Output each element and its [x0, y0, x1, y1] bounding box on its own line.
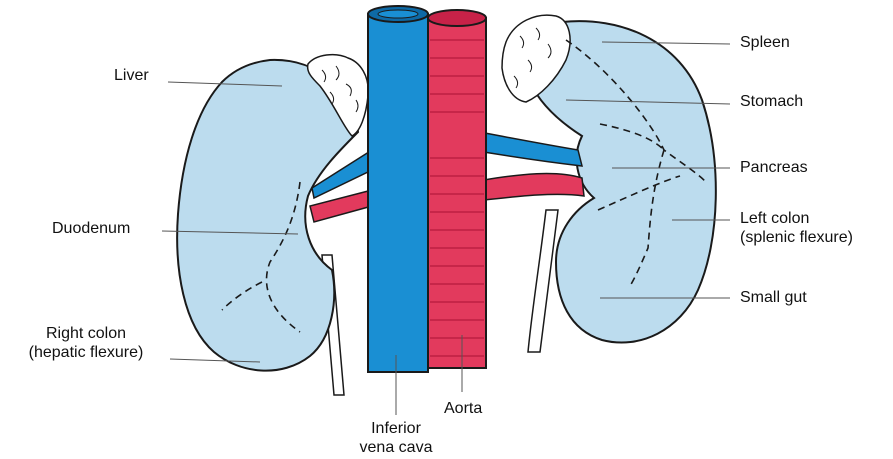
- label-left-colon: Left colon (splenic flexure): [740, 209, 853, 247]
- label-ivc-line1: Inferior: [338, 419, 454, 438]
- label-left-colon-line2: (splenic flexure): [740, 228, 853, 247]
- aorta-top-opening: [428, 10, 486, 26]
- label-aorta: Aorta: [444, 399, 482, 418]
- label-pancreas: Pancreas: [740, 158, 808, 177]
- label-left-colon-line1: Left colon: [740, 209, 853, 228]
- inferior-vena-cava: [368, 14, 428, 372]
- label-ivc-line2: vena cava: [338, 438, 454, 457]
- label-small-gut: Small gut: [740, 288, 807, 307]
- vena-cava-lumen: [378, 10, 418, 18]
- label-spleen: Spleen: [740, 33, 790, 52]
- label-inferior-vena-cava: Inferior vena cava: [338, 419, 454, 457]
- label-right-colon-line1: Right colon: [2, 324, 170, 343]
- aorta: [428, 18, 486, 368]
- label-stomach: Stomach: [740, 92, 803, 111]
- label-liver: Liver: [114, 66, 149, 85]
- label-right-colon-line2: (hepatic flexure): [2, 343, 170, 362]
- left-renal-artery: [484, 174, 584, 200]
- label-right-colon: Right colon (hepatic flexure): [2, 324, 170, 362]
- left-ureter: [528, 210, 558, 352]
- label-duodenum: Duodenum: [52, 219, 130, 238]
